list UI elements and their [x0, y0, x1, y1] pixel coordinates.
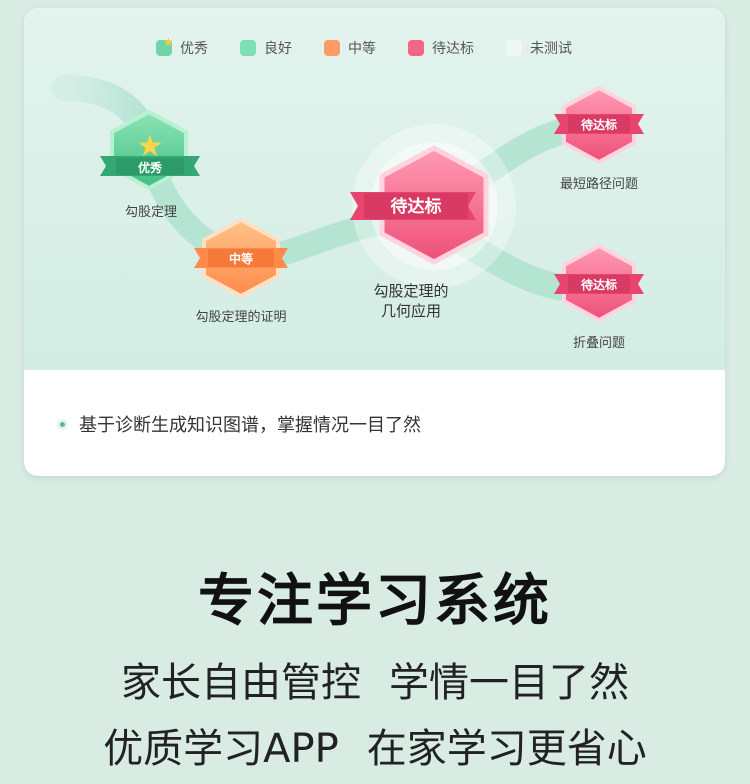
node-label-application-line2: 几何应用 [380, 302, 441, 320]
badge-medium: 中等 [229, 251, 253, 266]
badge-below: 待达标 [581, 277, 617, 292]
node-label-proof: 勾股定理的证明 [195, 310, 287, 325]
legend-label: 未测试 [530, 41, 572, 57]
legend-swatch-below [408, 40, 424, 56]
node-pythagorean[interactable]: ★ [100, 109, 200, 191]
feature-note-text: 基于诊断生成知识图谱，掌握情况一目了然 [79, 415, 421, 436]
feature-note: 基于诊断生成知识图谱，掌握情况一目了然 [60, 411, 421, 437]
node-label-application-line1: 勾股定理的 [373, 282, 449, 300]
legend-item-medium: 中等 [324, 38, 376, 58]
node-folding[interactable] [554, 243, 644, 323]
legend-label: 待达标 [432, 41, 474, 57]
badge-excellent: 优秀 [138, 160, 163, 175]
legend-item-below: 待达标 [408, 38, 474, 58]
node-label-pythagorean: 勾股定理 [124, 205, 177, 220]
badge-below-large: 待达标 [391, 196, 442, 217]
node-label-application: 勾股定理的 几何应用 [354, 281, 468, 321]
legend-swatch-untested [506, 40, 522, 56]
subline-1: 家长自由管控学情一目了然 [0, 650, 750, 708]
subline-1-part-b: 学情一目了然 [389, 660, 629, 706]
legend-item-excellent: ★ 优秀 [156, 35, 208, 58]
star-icon: ★ [163, 35, 174, 49]
node-label-folding: 折叠问题 [572, 336, 625, 351]
badge-below: 待达标 [581, 117, 617, 132]
node-shortest-path[interactable] [554, 85, 644, 165]
headline: 专注学习系统 [198, 569, 552, 634]
legend-swatch-excellent: ★ [156, 35, 174, 56]
legend-item-good: 良好 [240, 38, 292, 58]
bullet-icon [60, 421, 65, 427]
legend-label: 中等 [348, 41, 376, 57]
legend-label: 优秀 [180, 41, 208, 57]
legend: ★ 优秀 良好 中等 待达标 未测试 [156, 35, 604, 58]
subline-2: 优质学习APP 在家学习更省心 [0, 716, 750, 774]
legend-swatch-good [240, 40, 256, 56]
subline-2-part-b: 在家学习更省心 [366, 726, 647, 772]
legend-swatch-medium [324, 40, 340, 56]
knowledge-graph: ★ [51, 75, 644, 323]
knowledge-map: ★ 优秀 良好 中等 待达标 未测试 [24, 8, 725, 370]
subline-1-part-a: 家长自由管控 [121, 660, 361, 706]
node-proof[interactable] [194, 217, 288, 299]
knowledge-map-card: ★ 优秀 良好 中等 待达标 未测试 [24, 8, 725, 476]
node-application[interactable] [350, 145, 489, 265]
subline-2-part-a: 优质学习APP [103, 726, 339, 772]
legend-label: 良好 [264, 41, 292, 57]
node-label-shortest-path: 最短路径问题 [559, 177, 638, 192]
legend-item-untested: 未测试 [506, 38, 572, 58]
